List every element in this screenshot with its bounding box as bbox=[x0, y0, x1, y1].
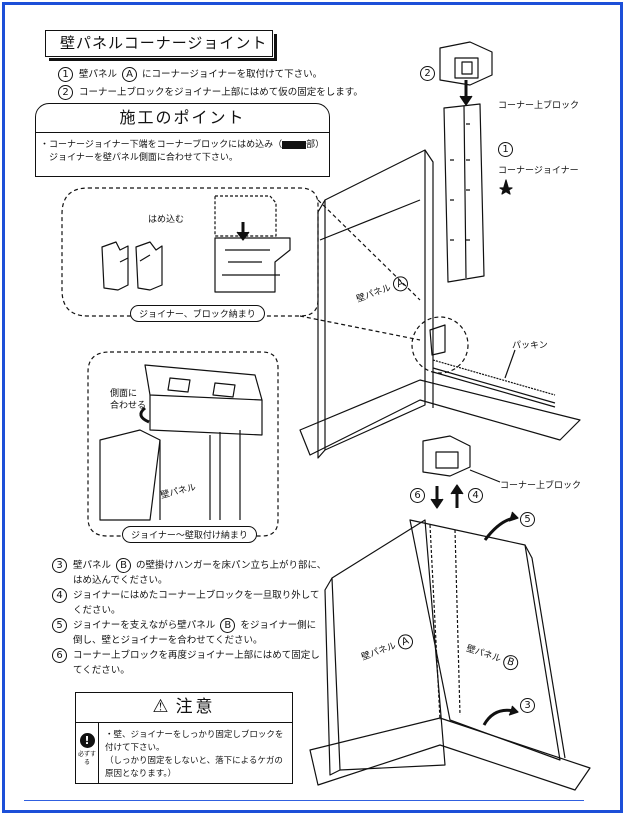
warning-triangle-icon: ⚠ bbox=[152, 696, 172, 717]
must-do-icon: ! 必ずする bbox=[76, 723, 99, 783]
step-number: 1 bbox=[58, 67, 73, 82]
caution-box: ⚠注意 ! 必ずする ・壁、ジョイナーをしっかり固定しブロックを 付けて下さい。… bbox=[75, 692, 293, 784]
caution-header: ⚠注意 bbox=[76, 693, 292, 723]
panel-mark-a: A bbox=[122, 67, 138, 82]
panel-mark-b: B bbox=[116, 558, 132, 573]
label-top-block-1: コーナー上ブロック bbox=[498, 101, 580, 111]
step-number: 2 bbox=[58, 85, 73, 100]
wall-panel-a-upper bbox=[324, 149, 426, 451]
bottom-rule bbox=[24, 800, 584, 801]
label-match-side: 側面に合わせる bbox=[110, 389, 147, 411]
label-top-block-2: コーナー上ブロック bbox=[500, 481, 582, 491]
caution-text: ・壁、ジョイナーをしっかり固定しブロックを 付けて下さい。 （しっかり固定をしな… bbox=[105, 730, 284, 779]
label-joiner-name: コーナージョイナー bbox=[498, 166, 579, 176]
point-body: ・コーナージョイナー下端をコーナーブロックにはめ込み（部） ジョイナーを壁パネル… bbox=[35, 133, 330, 177]
assembled-block bbox=[214, 237, 291, 293]
label-packing: パッキン bbox=[512, 341, 548, 351]
corner-top-block-2 bbox=[422, 435, 471, 477]
label-press-in: はめ込む bbox=[148, 215, 185, 225]
block-piece-left bbox=[101, 241, 129, 291]
label-num-5: 5 bbox=[520, 512, 541, 527]
label-num-1-upper: 1 bbox=[498, 142, 519, 157]
label-num-6: 6 bbox=[410, 488, 431, 503]
detail-bubble-2 bbox=[87, 351, 279, 537]
corner-top-block-1 bbox=[439, 41, 493, 86]
black-fill-swatch bbox=[282, 140, 307, 149]
point-header: 施工のポイント bbox=[35, 103, 330, 133]
label-num-2-upper: 2 bbox=[420, 66, 441, 81]
label-num-4: 4 bbox=[468, 488, 489, 503]
label-num-3: 3 bbox=[520, 698, 541, 713]
page-title: 壁パネルコーナージョイント bbox=[45, 30, 277, 61]
panel-mark-b: B bbox=[220, 618, 236, 633]
wall-panel-b bbox=[409, 519, 561, 761]
corner-joiner bbox=[443, 103, 485, 283]
wall-panel-a-lower bbox=[331, 519, 446, 771]
label-joiner-block: ジョイナー、ブロック納まり bbox=[130, 305, 265, 322]
label-joiner-wall: ジョイナー〜壁取付け納まり bbox=[122, 526, 257, 543]
detail-bubble-1 bbox=[61, 187, 319, 317]
